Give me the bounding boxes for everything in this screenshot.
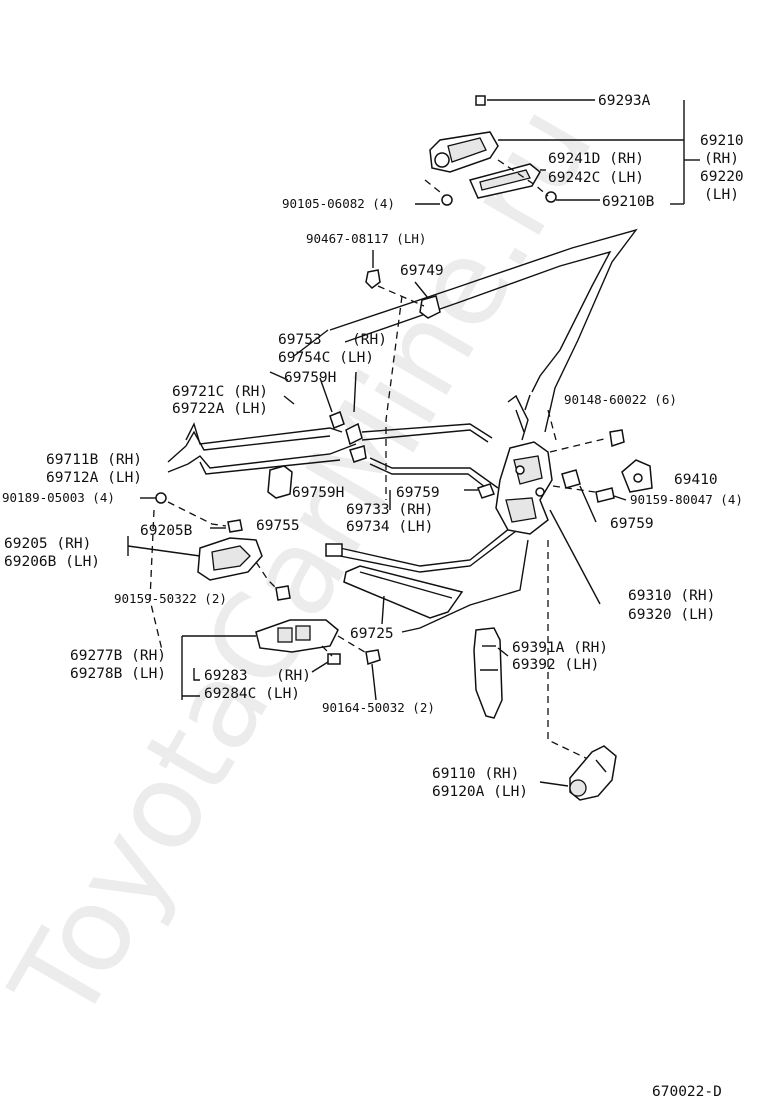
label-69711B: 69711B (RH) (46, 452, 142, 468)
label-69410: 69410 (674, 472, 718, 488)
label-69210: 69210 (700, 133, 744, 149)
label-69759H-upper: 69759H (284, 370, 336, 386)
label-90159-50322: 90159-50322 (2) (114, 591, 227, 606)
label-69205B: 69205B (140, 523, 193, 539)
label-90159-80047: 90159-80047 (4) (630, 492, 743, 507)
label-69392: 69392 (LH) (512, 657, 599, 673)
rod-fittings (319, 371, 367, 463)
clip-90467-icon (365, 269, 381, 289)
label-69734: 69734 (LH) (346, 519, 433, 535)
label-69220: 69220 (700, 169, 744, 185)
clip-90189-icon (155, 492, 167, 504)
clip-69759H-lower-icon (349, 445, 367, 463)
screw-90148-icon (609, 429, 625, 447)
label-69753: 69753 (278, 332, 322, 348)
bracket-69391A-icon (473, 627, 503, 719)
label-69725: 69725 (350, 626, 394, 642)
label-69205: 69205 (RH) (4, 536, 91, 552)
screw-90105-icon (441, 194, 453, 206)
striker-group (595, 429, 653, 503)
lock-knob-69755-icon (267, 465, 293, 499)
rods-and-cables (185, 422, 521, 573)
clip-69749-icon (419, 295, 441, 319)
label-69220-lh: (LH) (704, 187, 739, 203)
label-69712A: 69712A (LH) (46, 470, 142, 486)
label-69283-rh: (RH) (276, 668, 311, 684)
clip-69759H-upper-icon (329, 411, 345, 429)
label-90189: 90189-05003 (4) (2, 490, 115, 505)
label-90148: 90148-60022 (6) (564, 392, 677, 407)
label-69310: 69310 (RH) (628, 588, 715, 604)
fasteners-upper (365, 250, 441, 500)
clip-69759-left-icon (477, 483, 495, 499)
label-69733: 69733 (RH) (346, 502, 433, 518)
label-69391A: 69391A (RH) (512, 640, 608, 656)
bezel-assembly (255, 619, 381, 665)
label-69320: 69320 (LH) (628, 607, 715, 623)
label-69293A: 69293A (598, 93, 651, 109)
label-69241D: 69241D (RH) (548, 151, 644, 167)
cover-69283-icon (327, 653, 341, 665)
label-69754C: 69754C (LH) (278, 350, 374, 366)
leaders-general (127, 371, 627, 787)
label-90467: 90467-08117 (LH) (306, 231, 426, 246)
label-69759-left: 69759 (396, 485, 440, 501)
lock-cylinder-group (547, 540, 617, 801)
leaders-top (415, 99, 700, 205)
part-labels: 69293A 69210 (RH) 69220 (LH) 69241D (RH)… (2, 93, 744, 1100)
label-69749: 69749 (400, 263, 444, 279)
label-69759H-lower: 69759H (292, 485, 344, 501)
label-69284C: 69284C (LH) (204, 686, 300, 702)
label-69721C: 69721C (RH) (172, 384, 268, 400)
label-69110: 69110 (RH) (432, 766, 519, 782)
label-69722A: 69722A (LH) (172, 401, 268, 417)
label-90164: 90164-50032 (2) (322, 700, 435, 715)
label-69242C: 69242C (LH) (548, 170, 644, 186)
door-frame (293, 228, 638, 633)
screw-90164-icon (365, 649, 381, 665)
label-69753-rh: (RH) (352, 332, 387, 348)
label-69210B: 69210B (602, 194, 655, 210)
label-69210-rh: (RH) (704, 151, 739, 167)
label-69759-right: 69759 (610, 516, 654, 532)
screw-69210B-icon (545, 191, 557, 203)
clip-69759-right-icon (561, 469, 581, 489)
label-69120A: 69120A (LH) (432, 784, 528, 800)
label-69278B: 69278B (LH) (70, 666, 166, 682)
cable-end-icon (325, 543, 343, 557)
screw-90159-50322-icon (275, 585, 291, 601)
label-90105: 90105-06082 (4) (282, 196, 395, 211)
screw-90159-80047-icon (595, 487, 615, 503)
screw-69205B-icon (227, 519, 243, 533)
door-lock-assembly (477, 394, 609, 535)
label-69277B: 69277B (RH) (70, 648, 166, 664)
channel-69725-icon (343, 565, 464, 619)
diagram-code: 670022-D (652, 1084, 722, 1100)
label-69206B: 69206B (LH) (4, 554, 100, 570)
label-69283: 69283 (204, 668, 248, 684)
bolt-69293A-icon (475, 95, 486, 106)
outside-handle-assembly (424, 95, 557, 206)
label-69755: 69755 (256, 518, 300, 534)
